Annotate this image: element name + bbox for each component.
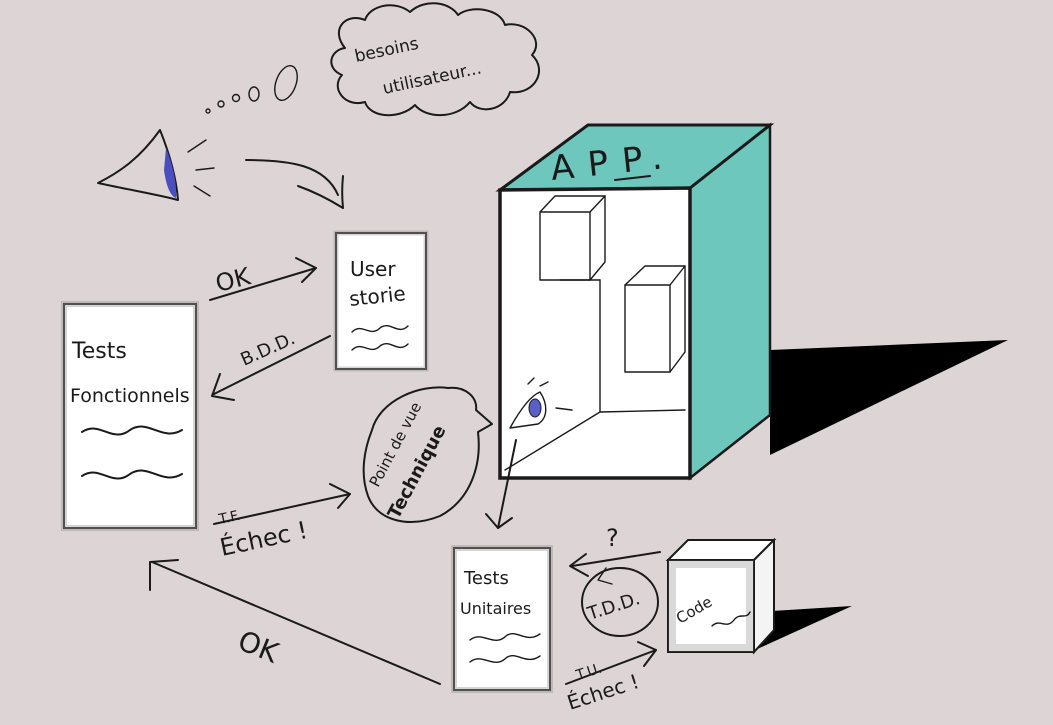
arrow-ok-bottom: OK — [149, 559, 441, 685]
app-shadow — [770, 340, 1008, 455]
arrow-bdd: B.D.D. — [211, 328, 331, 401]
megaphone-icon — [97, 129, 215, 201]
thought-text-line1: besoins — [353, 34, 421, 67]
app-front-face — [498, 186, 692, 480]
user-story-card: User storie — [333, 230, 429, 372]
arrow-ok-top: OK — [209, 257, 317, 301]
tdd-question: ? — [606, 524, 619, 552]
tests-fonctionnels-card: Tests Fonctionnels — [61, 301, 199, 531]
point-de-vue-bubble: Point de vue Technique — [362, 386, 493, 523]
tests-fonctionnels-line1: Tests — [71, 339, 127, 364]
arrow-bdd-label: B.D.D. — [237, 328, 298, 370]
app-box: APP. — [495, 122, 1008, 481]
tests-unitaires-card: Tests Unitaires — [451, 545, 553, 693]
arrow-ok-top-label: OK — [213, 262, 255, 298]
arrow-tu-label: T.U. — [573, 661, 604, 685]
arrow-ok-bottom-label: OK — [233, 624, 283, 670]
arrow-eye-to-unit-tests — [485, 439, 517, 529]
thought-dots — [205, 65, 298, 114]
code-cube: Code — [665, 537, 852, 655]
user-story-line1: User — [350, 257, 396, 281]
tests-unitaires-line1: Tests — [463, 568, 509, 589]
tdd-label: T.D.D. — [584, 588, 643, 625]
code-shadow — [755, 606, 852, 650]
arrow-to-user-story — [245, 159, 344, 209]
thought-bubble: besoins utilisateur... — [330, 2, 540, 117]
arrow-tf-echec: T.F. Échec ! — [213, 483, 351, 562]
user-story-line2: storie — [348, 281, 407, 311]
tests-unitaires-line2: Unitaires — [460, 599, 531, 618]
thought-text-line2: utilisateur... — [381, 58, 483, 98]
eye-icon — [509, 377, 573, 429]
arrow-tf-label: T.F. — [217, 508, 242, 528]
arrow-tu-echec: T.U. Échec ! — [564, 641, 657, 715]
tests-fonctionnels-line2: Fonctionnels — [70, 385, 190, 407]
tdd-group: ? T.D.D. — [569, 524, 661, 637]
